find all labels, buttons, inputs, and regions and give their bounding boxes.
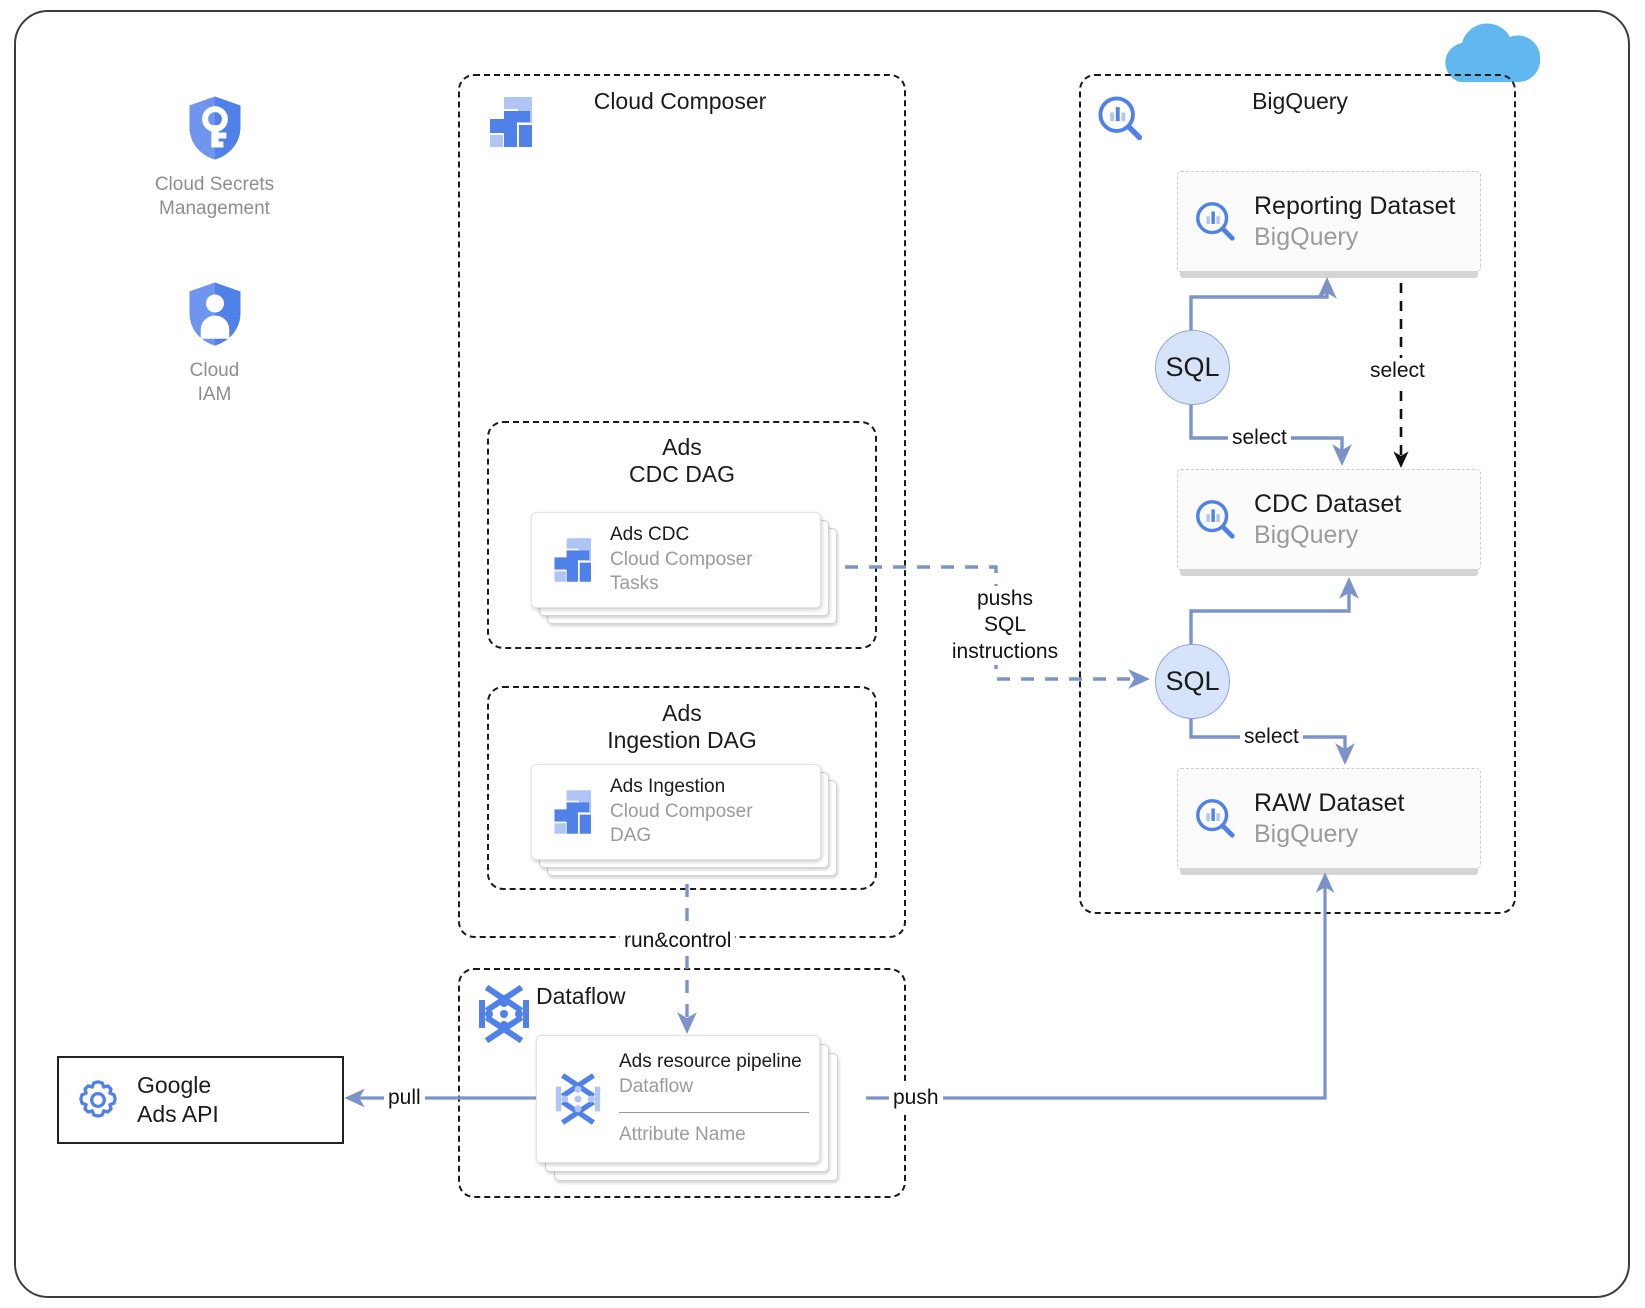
cloud-badge-icon (1445, 23, 1541, 82)
dataset-title: RAW Dataset (1254, 789, 1405, 817)
cloud-composer-icon (490, 97, 532, 147)
sql-node-lower[interactable]: SQL (1155, 644, 1230, 719)
card-icon-wrap (1178, 199, 1254, 245)
card-title: Ads Ingestion (610, 775, 726, 797)
edge-label-select-reporting-cdc: select (1366, 358, 1429, 385)
card-text: Ads Ingestion Cloud Composer DAG (610, 775, 820, 849)
card-text: RAW Dataset BigQuery (1254, 788, 1480, 849)
edge-label-pull: pull (384, 1085, 425, 1112)
diagram-frame (14, 10, 1630, 1298)
dataset-title: CDC Dataset (1254, 490, 1402, 518)
card-icon-wrap (532, 538, 610, 582)
line-upper-sql-to-reporting (1189, 277, 1337, 330)
dataset-card-reporting[interactable]: Reporting Dataset BigQuery (1177, 171, 1481, 278)
card-subtitle-1: Cloud Composer (610, 548, 753, 570)
dataflow-icon (479, 985, 529, 1043)
service-cloud-iam: Cloud IAM (122, 278, 307, 407)
bigquery-icon (1196, 499, 1235, 539)
dataflow-icon (555, 1073, 601, 1125)
line-pushs-sql-instructions (845, 565, 1150, 689)
card-attribute-name: Attribute Name (619, 1123, 746, 1145)
card-title: Ads CDC (610, 523, 690, 545)
card-ads-ingestion[interactable]: Ads Ingestion Cloud Composer DAG (531, 764, 821, 860)
card-subtitle-2: Tasks (610, 573, 659, 595)
shield-key-icon (189, 96, 240, 160)
cloud-composer-icon (554, 538, 591, 582)
line-lower-sql-to-cdc (1189, 577, 1359, 645)
card-icon-wrap (59, 1077, 137, 1123)
bigquery-icon (1196, 798, 1235, 838)
group-title-ads-ingestion-dag: Ads Ingestion DAG (607, 700, 757, 753)
gear-icon (79, 1080, 117, 1118)
card-text: CDC Dataset BigQuery (1254, 489, 1480, 550)
card-subtitle: Dataflow (619, 1076, 693, 1098)
line-push (866, 872, 1335, 1100)
bigquery-icon (1196, 201, 1235, 241)
card-title: Ads resource pipeline (619, 1051, 802, 1073)
dataset-title: Reporting Dataset (1254, 192, 1456, 220)
edge-label-select-lower-sql-raw: select (1240, 724, 1303, 751)
card-divider (619, 1111, 809, 1113)
group-dataflow (458, 968, 906, 1198)
edge-label-pushs-sql-instructions: pushs SQL instructions (940, 586, 1070, 665)
dataset-subtitle: BigQuery (1254, 222, 1359, 251)
bigquery-icon (1098, 96, 1143, 141)
card-icon-wrap (532, 790, 610, 834)
card-stack-ads-cdc: Ads CDC Cloud Composer Tasks (531, 512, 851, 624)
card-icon-wrap (1178, 497, 1254, 543)
service-cloud-secrets-management: Cloud Secrets Management (122, 92, 307, 221)
dataset-subtitle: BigQuery (1254, 819, 1359, 848)
card-text: Reporting Dataset BigQuery (1254, 191, 1480, 252)
sql-node-label: SQL (1165, 666, 1220, 696)
card-stack-ads-resource-pipeline: Ads resource pipeline Dataflow Attribute… (536, 1035, 866, 1185)
shield-person-icon (189, 282, 240, 346)
service-label: Cloud IAM (189, 360, 240, 405)
box-google-ads-api[interactable]: Google Ads API (57, 1056, 344, 1144)
cloud-composer-icon (554, 790, 591, 834)
card-icon-wrap (537, 1036, 619, 1162)
group-ads-ingestion-dag (487, 686, 877, 890)
sql-node-label: SQL (1165, 352, 1220, 382)
card-subtitle-2: DAG (610, 825, 652, 847)
dataset-subtitle: BigQuery (1254, 520, 1359, 549)
group-title-ads-cdc-dag: Ads CDC DAG (628, 434, 736, 487)
edge-label-select-upper-sql-cdc: select (1228, 425, 1291, 452)
edge-label-run-and-control: run&control (620, 928, 736, 955)
card-subtitle-1: Cloud Composer (610, 800, 753, 822)
group-title-bigquery: BigQuery (1252, 88, 1348, 114)
dataset-card-raw[interactable]: RAW Dataset BigQuery (1177, 768, 1481, 875)
group-bigquery (1079, 74, 1516, 914)
card-stack-ads-ingestion: Ads Ingestion Cloud Composer DAG (531, 764, 851, 876)
group-title-dataflow: Dataflow (536, 983, 626, 1009)
dataset-card-cdc[interactable]: CDC Dataset BigQuery (1177, 469, 1481, 576)
card-text: Ads CDC Cloud Composer Tasks (610, 523, 820, 597)
service-label: Cloud Secrets Management (154, 174, 275, 219)
sql-node-upper[interactable]: SQL (1155, 330, 1230, 405)
group-ads-cdc-dag (487, 421, 877, 649)
card-ads-cdc[interactable]: Ads CDC Cloud Composer Tasks (531, 512, 821, 608)
edge-label-push: push (889, 1085, 943, 1112)
box-title: Google Ads API (137, 1071, 219, 1127)
card-icon-wrap (1178, 796, 1254, 842)
group-title-cloud-composer: Cloud Composer (593, 88, 767, 114)
card-text: Ads resource pipeline Dataflow Attribute… (619, 1036, 819, 1162)
card-ads-resource-pipeline[interactable]: Ads resource pipeline Dataflow Attribute… (536, 1035, 820, 1163)
